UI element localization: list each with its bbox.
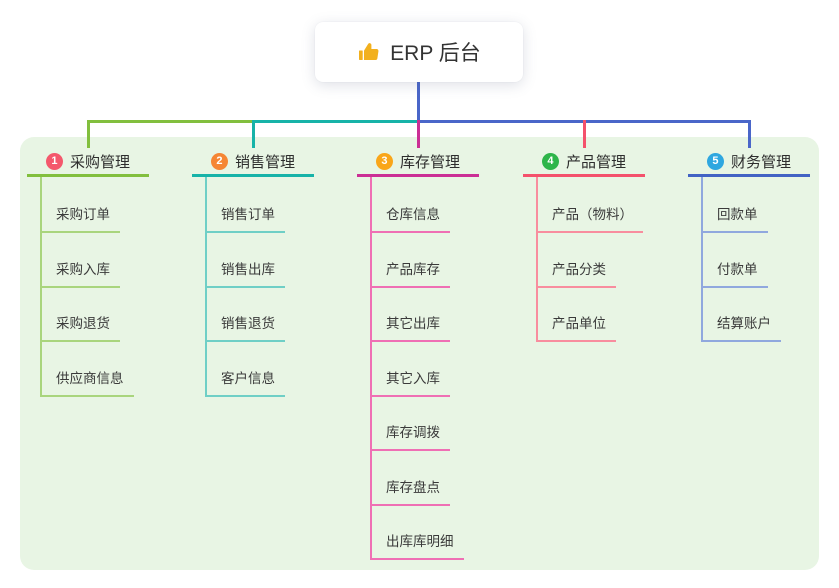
leaf-node[interactable]: 采购订单	[40, 205, 120, 233]
root-stem-line	[417, 82, 420, 122]
branch-node[interactable]: 1 采购管理	[27, 148, 149, 177]
leaf-node[interactable]: 供应商信息	[40, 369, 134, 397]
group-panel	[20, 137, 819, 570]
leaf-node[interactable]: 产品库存	[370, 260, 450, 288]
leaf-node[interactable]: 仓库信息	[370, 205, 450, 233]
branch-node-label: 采购管理	[69, 153, 130, 171]
branch-node-label: 产品管理	[565, 153, 626, 171]
leaf-node[interactable]: 采购入库	[40, 260, 120, 288]
branch-number-badge: 5	[706, 152, 724, 170]
leaf-node[interactable]: 销售订单	[205, 205, 285, 233]
leaf-node[interactable]: 付款单	[701, 260, 768, 288]
branch-number-badge: 2	[210, 152, 228, 170]
trunk-segment-green	[88, 120, 253, 123]
leaf-node[interactable]: 产品分类	[536, 260, 616, 288]
branch-node[interactable]: 3 库存管理	[357, 148, 479, 177]
leaf-node[interactable]: 回款单	[701, 205, 768, 233]
leaf-node[interactable]: 其它出库	[370, 314, 450, 342]
leaf-node[interactable]: 其它入库	[370, 369, 450, 397]
branch-node[interactable]: 2 销售管理	[192, 148, 314, 177]
leaf-node[interactable]: 出库库明细	[370, 532, 464, 560]
leaf-node[interactable]: 采购退货	[40, 314, 120, 342]
leaf-node[interactable]: 客户信息	[205, 369, 285, 397]
branch-node-label: 销售管理	[234, 153, 295, 171]
leaf-node[interactable]: 销售出库	[205, 260, 285, 288]
leaf-node[interactable]: 产品单位	[536, 314, 616, 342]
branch-node[interactable]: 4 产品管理	[523, 148, 645, 177]
branch-number-badge: 3	[375, 152, 393, 170]
branch-drop-line	[417, 120, 420, 148]
branch-spine-line	[536, 177, 538, 342]
branch-number-badge: 4	[541, 152, 559, 170]
trunk-segment-teal	[253, 120, 418, 123]
branch-spine-line	[370, 177, 372, 560]
branch-drop-line	[87, 120, 90, 148]
branch-drop-line	[583, 120, 586, 148]
branch-node[interactable]: 5 财务管理	[688, 148, 810, 177]
leaf-node[interactable]: 产品（物料）	[536, 205, 643, 233]
root-node-erp[interactable]: ERP 后台	[315, 22, 523, 82]
branch-node-label: 库存管理	[399, 153, 460, 171]
branch-drop-line	[252, 120, 255, 148]
leaf-node[interactable]: 库存盘点	[370, 478, 450, 506]
root-node-label: ERP 后台	[390, 42, 481, 65]
leaf-node[interactable]: 销售退货	[205, 314, 285, 342]
leaf-node[interactable]: 库存调拨	[370, 423, 450, 451]
branch-number-badge: 1	[45, 152, 63, 170]
branch-spine-line	[701, 177, 703, 342]
thumbs-up-icon	[357, 40, 381, 64]
leaf-node[interactable]: 结算账户	[701, 314, 781, 342]
branch-drop-line	[748, 120, 751, 148]
branch-node-label: 财务管理	[730, 153, 791, 171]
